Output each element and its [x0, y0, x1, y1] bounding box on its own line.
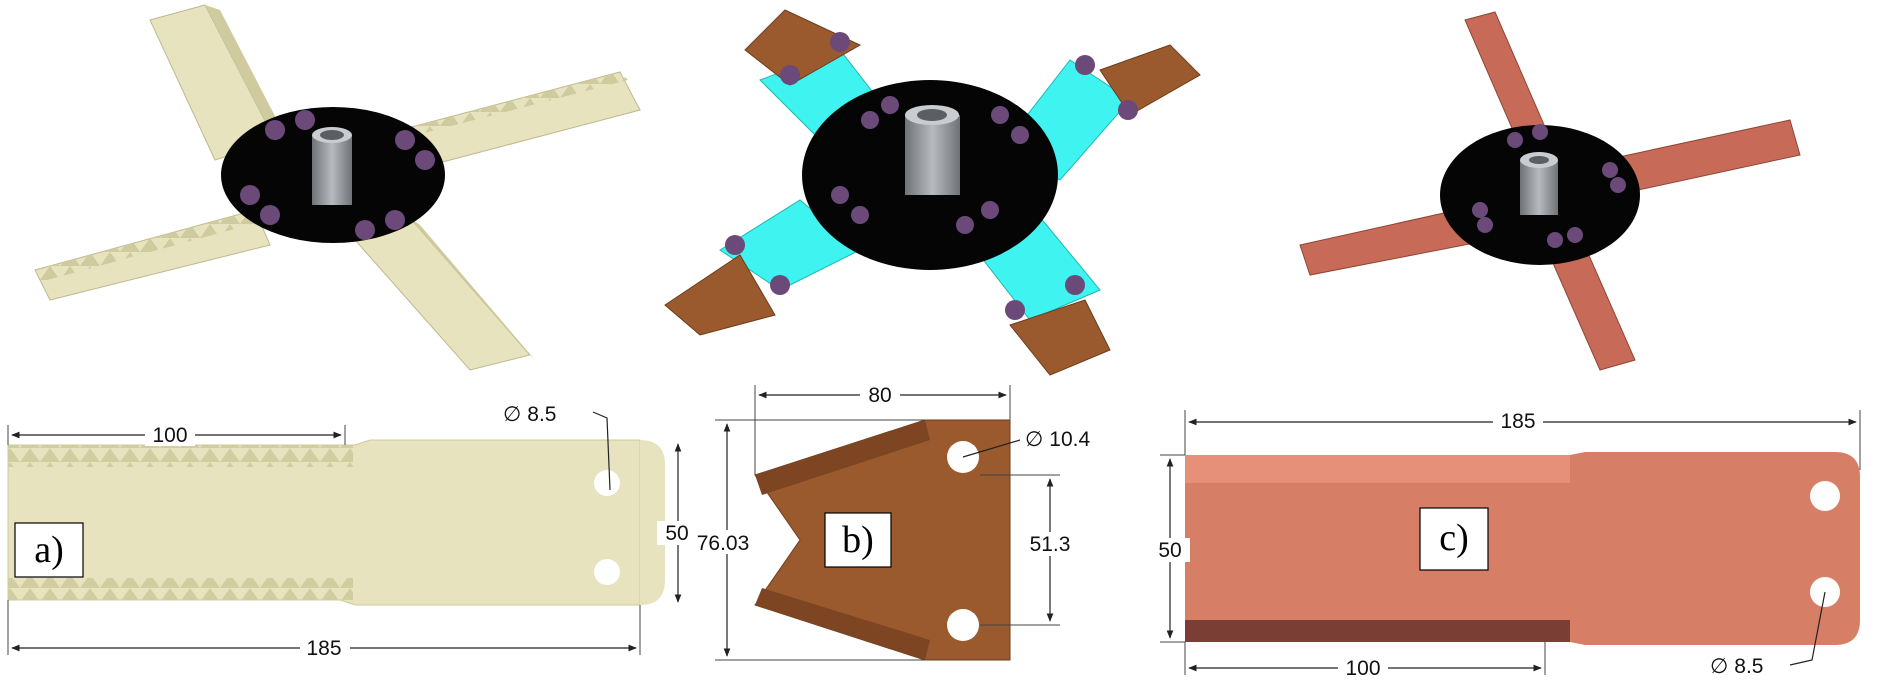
panel-label-c: c) — [1439, 517, 1469, 559]
blade-a-drawing: 100 185 50 ∅8.5 a) — [7, 403, 697, 660]
blade-c-drawing: 185 50 100 ∅8.5 c) — [1150, 410, 1861, 680]
blade-b-drawing: 80 76.03 51.3 ∅10.4 b) — [690, 384, 1090, 661]
dim-hole-b: ∅10.4 — [1025, 428, 1090, 451]
bolts — [1472, 124, 1626, 248]
dim-width-c: 50 — [1158, 539, 1181, 562]
blade-v — [664, 254, 776, 336]
hub-shaft — [905, 105, 960, 195]
blade-v — [1099, 44, 1201, 116]
dim-length-b: 80 — [868, 384, 891, 407]
assembly-b — [664, 9, 1201, 376]
assembly-a-blade — [34, 209, 271, 301]
blade-v — [1009, 299, 1111, 376]
blade-c-body — [1185, 452, 1835, 645]
dim-hole-spacing-b: 51.3 — [1030, 533, 1071, 556]
bolts — [240, 110, 435, 240]
mounting-hole — [594, 470, 620, 496]
panel-label-b: b) — [842, 519, 874, 561]
assembly-a — [34, 4, 641, 371]
dim-total-length-c: 185 — [1500, 410, 1535, 433]
mounting-hole — [594, 559, 620, 585]
hub-shaft — [312, 127, 352, 205]
hub-shaft — [1520, 152, 1558, 215]
assembly-a-blade — [354, 217, 535, 371]
dim-total-width-b: 76.03 — [697, 532, 750, 555]
blade-v — [744, 9, 862, 86]
dim-hole-a: ∅8.5 — [503, 403, 557, 426]
mounting-hole — [1810, 481, 1840, 511]
mounting-hole — [947, 609, 979, 641]
bolts — [725, 32, 1138, 320]
dim-hole-c: ∅8.5 — [1710, 655, 1764, 678]
dim-edge-length-c: 100 — [1345, 657, 1380, 680]
dim-width-a: 50 — [665, 522, 688, 545]
panel-label-a: a) — [34, 529, 64, 571]
dim-tooth-length: 100 — [152, 424, 187, 447]
assembly-c — [1299, 11, 1801, 371]
dim-total-length-a: 185 — [306, 637, 341, 660]
